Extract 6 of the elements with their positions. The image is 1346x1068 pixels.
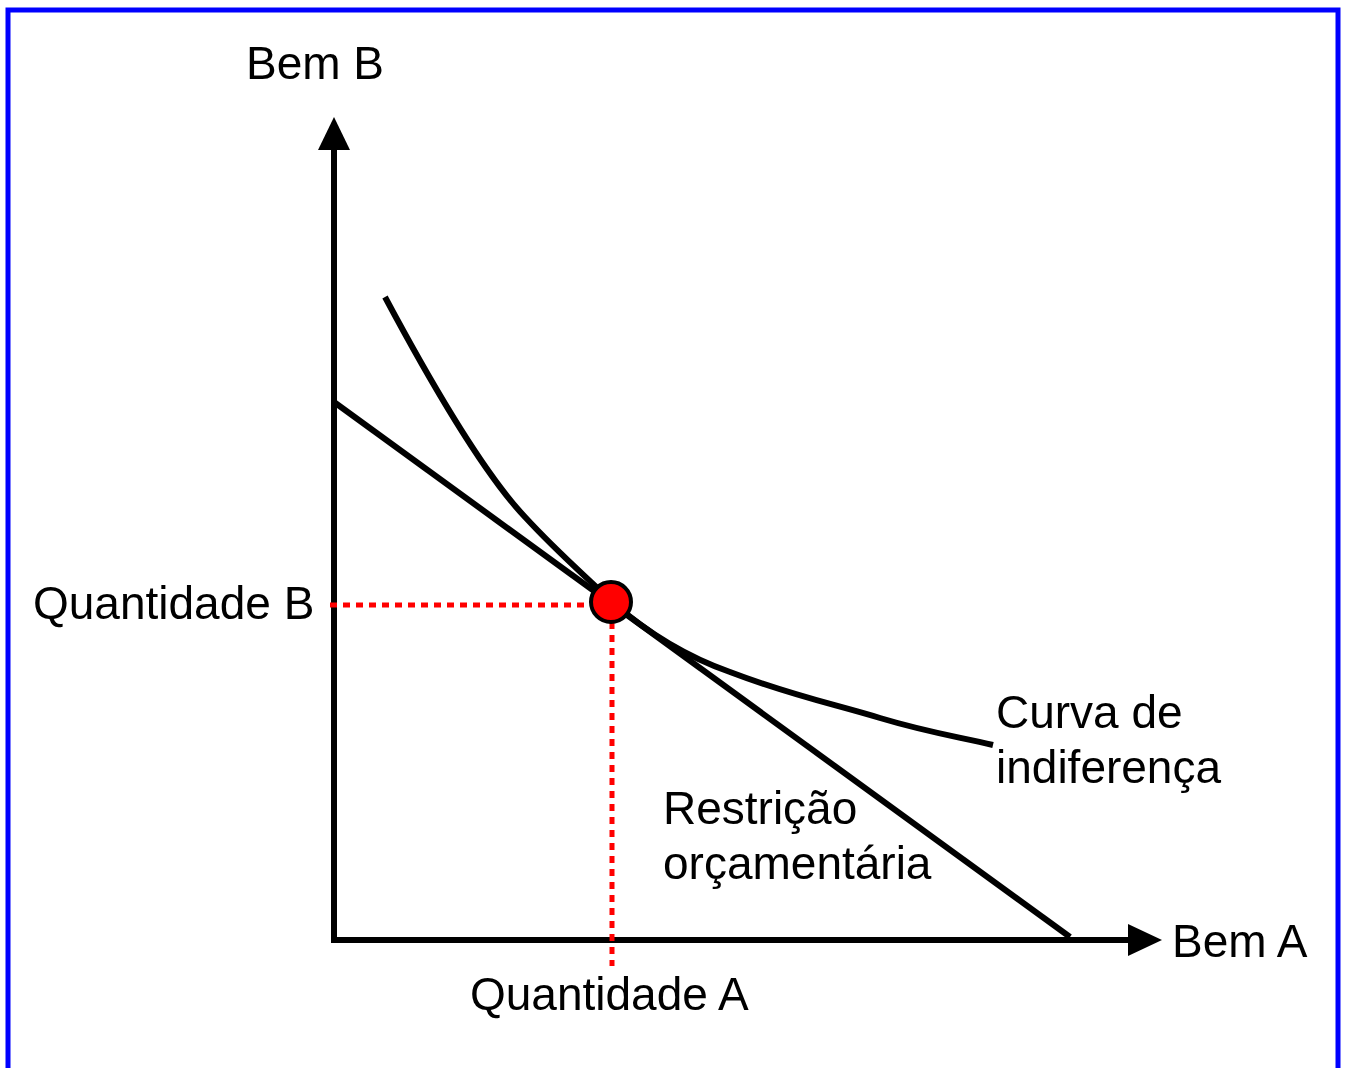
line-label: Restrição orçamentária: [663, 781, 933, 891]
axis-label: Quantidade A: [470, 967, 749, 1022]
axis-title: Bem B: [246, 36, 385, 91]
axis-label: Quantidade B: [33, 576, 315, 631]
curve-label: Curva de indiferença: [996, 685, 1223, 795]
axis-title: Bem A: [1172, 914, 1308, 969]
